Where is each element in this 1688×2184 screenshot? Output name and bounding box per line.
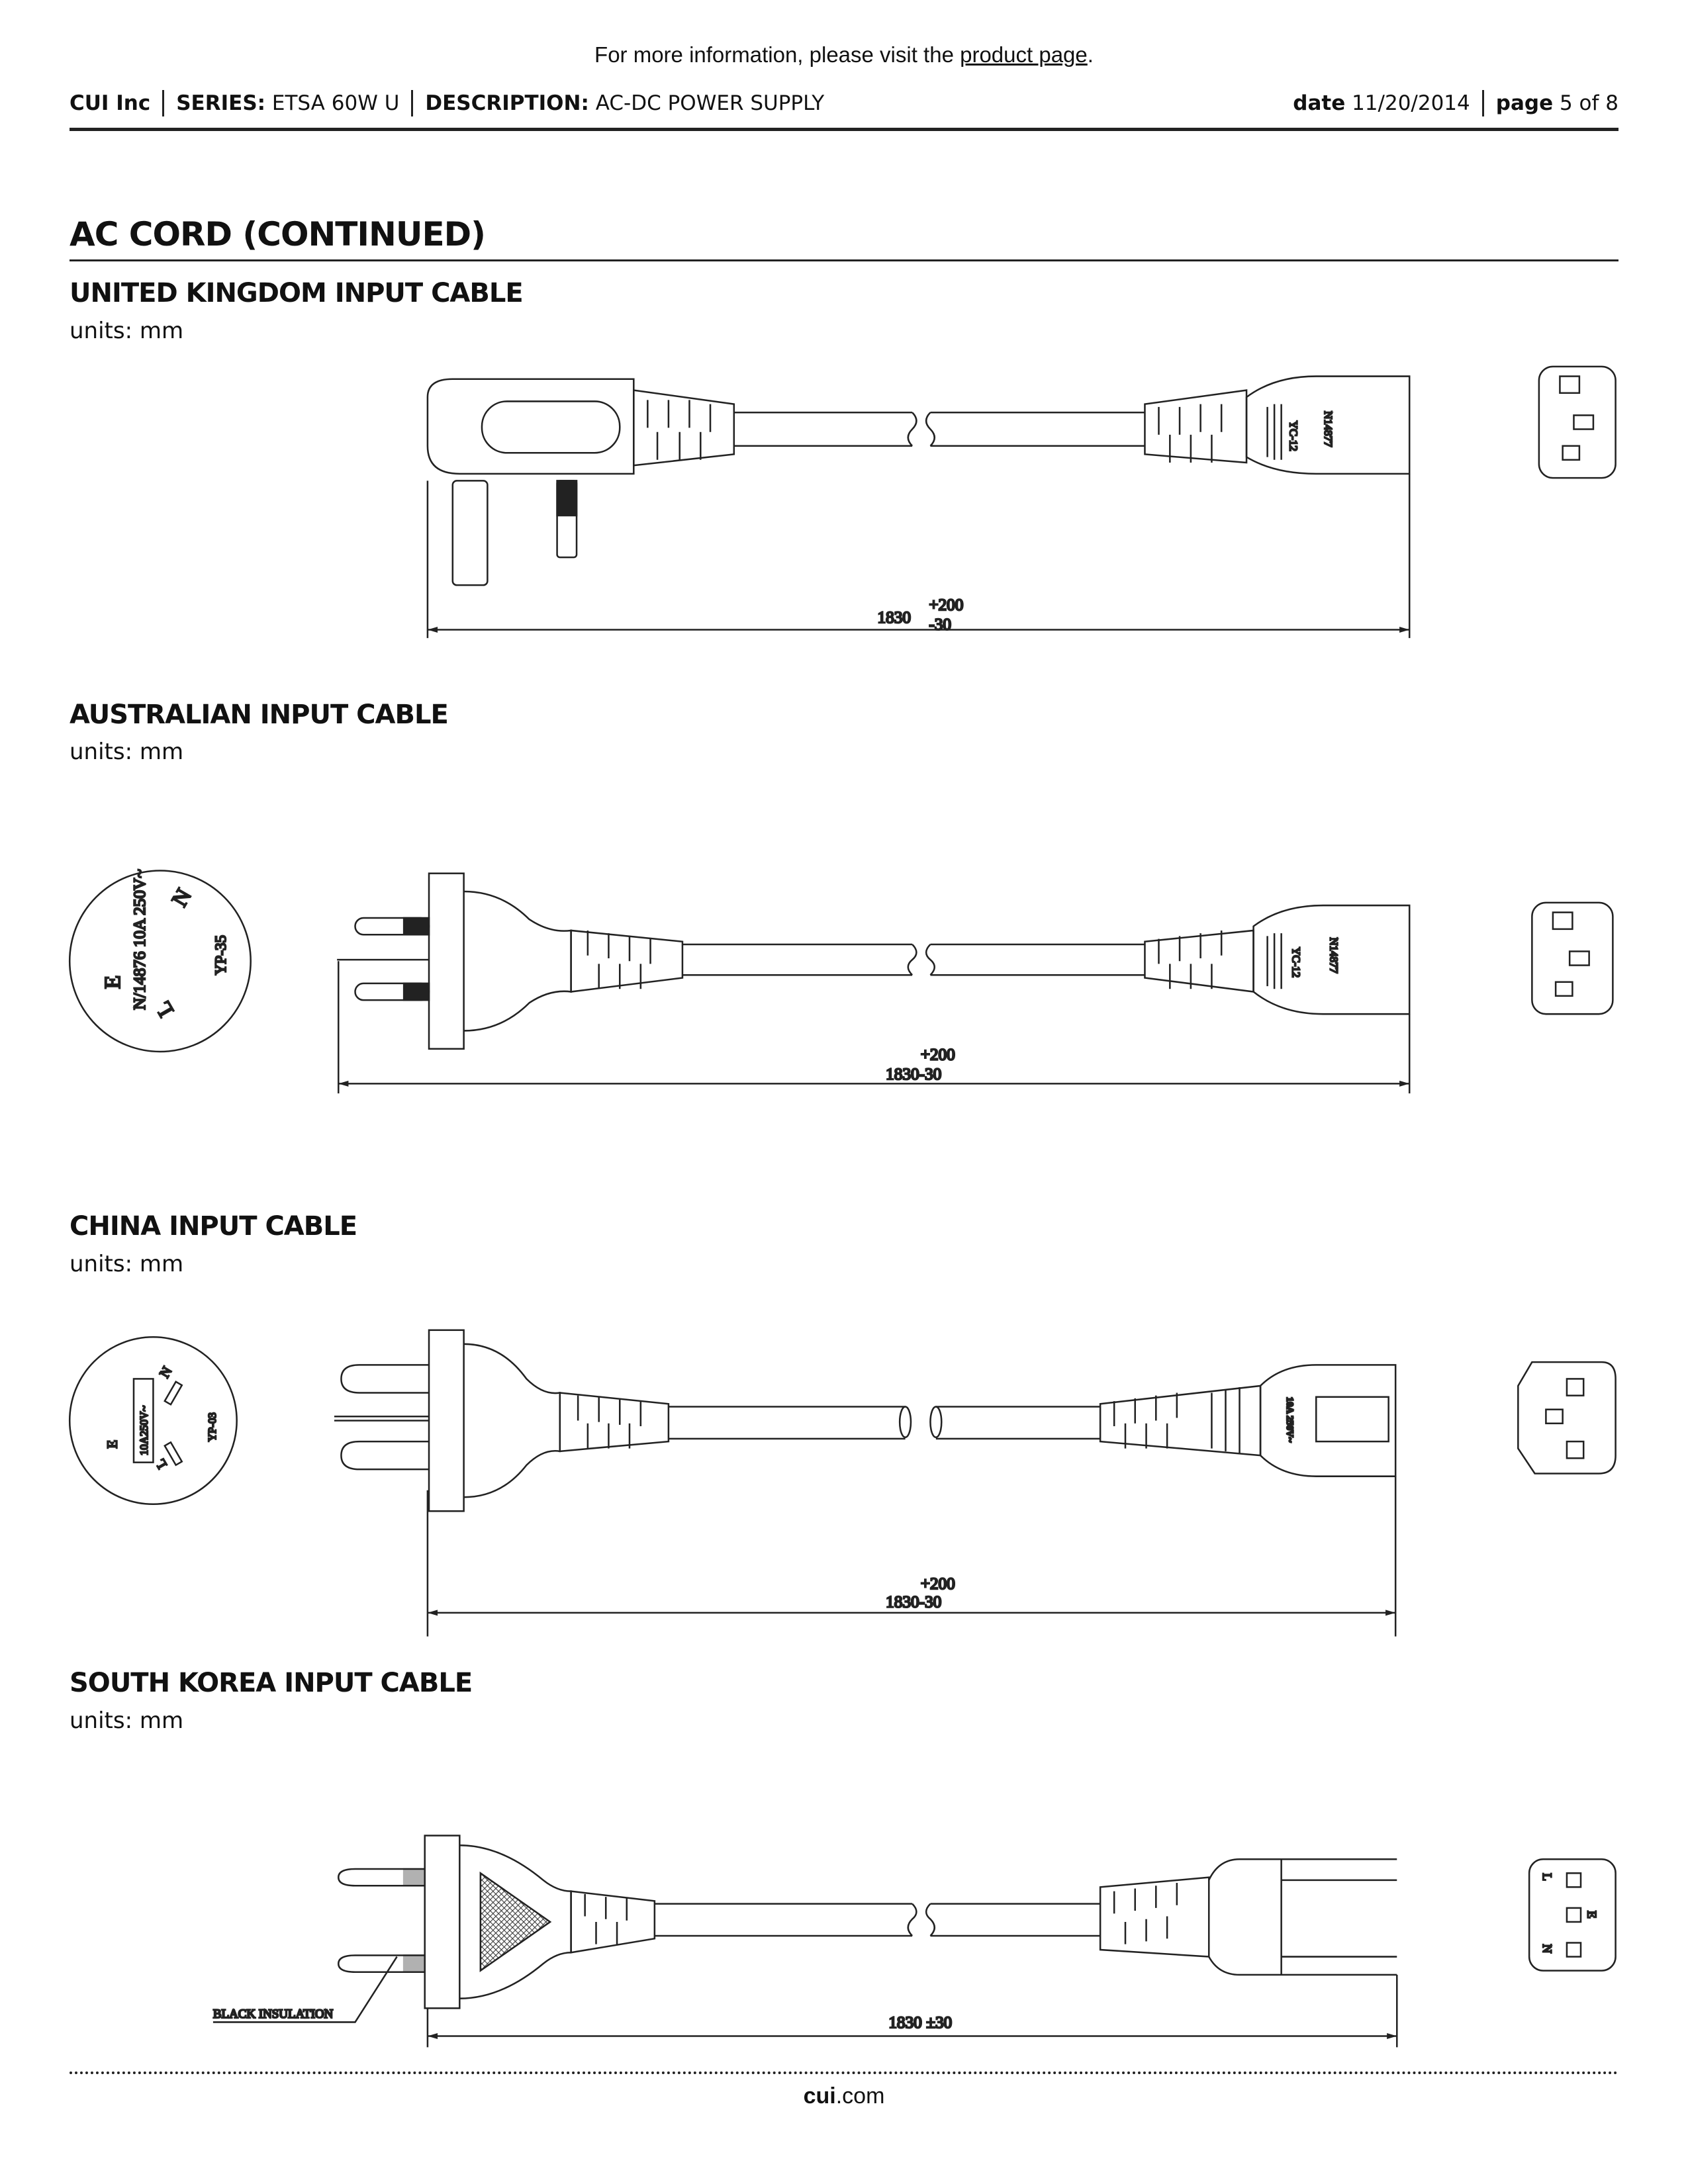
cn-cable-drawing: 10A250V~ YP-03 E N L 10A 250V~ +200 1830… (68, 1329, 1617, 1637)
kr-dim-main: 1830 ±30 (888, 2014, 952, 2032)
au-pin-l: L (151, 997, 179, 1021)
au-connector-label: YC-12 (1289, 947, 1302, 978)
header-rule (70, 128, 1618, 131)
series-value: ETSA 60W U (271, 91, 400, 115)
uk-socket-face (1538, 365, 1617, 479)
description-label: DESCRIPTION: (425, 91, 589, 115)
cn-socket-face (1517, 1361, 1617, 1475)
uk-units: units: mm (70, 318, 184, 344)
footer-domain: .com (835, 2083, 885, 2109)
date-label: date (1293, 91, 1346, 115)
au-units: units: mm (70, 739, 184, 765)
cn-connector-label: 10A 250V~ (1284, 1397, 1295, 1443)
uk-title: UNITED KINGDOM INPUT CABLE (70, 278, 524, 308)
company-name: CUI Inc (70, 91, 151, 115)
au-socket-face (1531, 901, 1614, 1015)
document-header: CUI Inc SERIES: ETSA 60W U DESCRIPTION: … (70, 89, 1618, 118)
cn-plug-model: YP-03 (206, 1412, 218, 1441)
cn-dim-plus: +200 (921, 1575, 955, 1593)
section-title: AC CORD (CONTINUED) (70, 215, 486, 253)
kr-socket-face: L E N (1528, 1858, 1617, 1972)
cn-dim-main: 1830-30 (886, 1593, 941, 1611)
description-value: AC-DC POWER SUPPLY (595, 91, 825, 115)
divider (411, 90, 414, 116)
au-pin-n: N (167, 885, 197, 911)
info-note-text: For more information, please visit the (594, 42, 961, 67)
uk-connector-label: YC-12 (1287, 421, 1299, 451)
uk-dim-plus: +200 (929, 596, 963, 614)
au-connector-code: N14877 (1327, 937, 1340, 973)
au-pin-e: E (101, 976, 125, 989)
cn-units: units: mm (70, 1251, 184, 1277)
page-value: 5 of 8 (1559, 91, 1618, 115)
page-label: page (1495, 91, 1554, 115)
kr-socket-pin-e: E (1585, 1911, 1599, 1919)
footer-rule (70, 2071, 1618, 2074)
footer: cui.com (0, 2083, 1688, 2109)
kr-units: units: mm (70, 1707, 184, 1734)
info-note: For more information, please visit the p… (0, 42, 1688, 68)
footer-brand: cui (803, 2083, 836, 2109)
uk-cable-drawing: YC-12 N14877 1830 +200 -30 (426, 365, 1617, 639)
info-note-suffix: . (1087, 42, 1094, 67)
au-plug-rating: N/14876 10A 250V~ (131, 869, 149, 1010)
uk-connector-code: N14877 (1322, 411, 1335, 447)
au-plug-face (68, 870, 252, 1053)
kr-cable-drawing: BLACK INSULATION 1830 ±30 L E N (212, 1835, 1617, 2048)
section-rule (70, 259, 1618, 261)
au-title: AUSTRALIAN INPUT CABLE (70, 700, 449, 730)
divider (162, 90, 165, 116)
kr-title: SOUTH KOREA INPUT CABLE (70, 1668, 473, 1698)
au-dim-plus: +200 (921, 1046, 955, 1064)
cn-pin-n: N (156, 1364, 175, 1381)
cn-pin-e: E (105, 1440, 120, 1449)
au-dim-main: 1830-30 (886, 1066, 941, 1083)
uk-dim-minus: -30 (929, 615, 951, 633)
cn-pin-l: L (152, 1456, 170, 1471)
cn-plug-rating: 10A250V~ (138, 1406, 150, 1455)
series-label: SERIES: (176, 91, 266, 115)
au-plug-model: YP-35 (212, 935, 230, 975)
kr-socket-pin-n: N (1540, 1944, 1554, 1954)
kr-insulation-label: BLACK INSULATION (213, 2007, 334, 2021)
product-page-link[interactable]: product page (960, 42, 1088, 67)
cn-plug-face (68, 1336, 238, 1506)
divider (1481, 90, 1484, 116)
cn-title: CHINA INPUT CABLE (70, 1211, 357, 1242)
au-cable-drawing: N/14876 10A 250V~ YP-35 E N L YC-12 N148… (68, 868, 1614, 1094)
kr-socket-pin-l: L (1540, 1873, 1554, 1881)
date-value: 11/20/2014 (1352, 91, 1470, 115)
uk-dim-main: 1830 (877, 609, 910, 627)
